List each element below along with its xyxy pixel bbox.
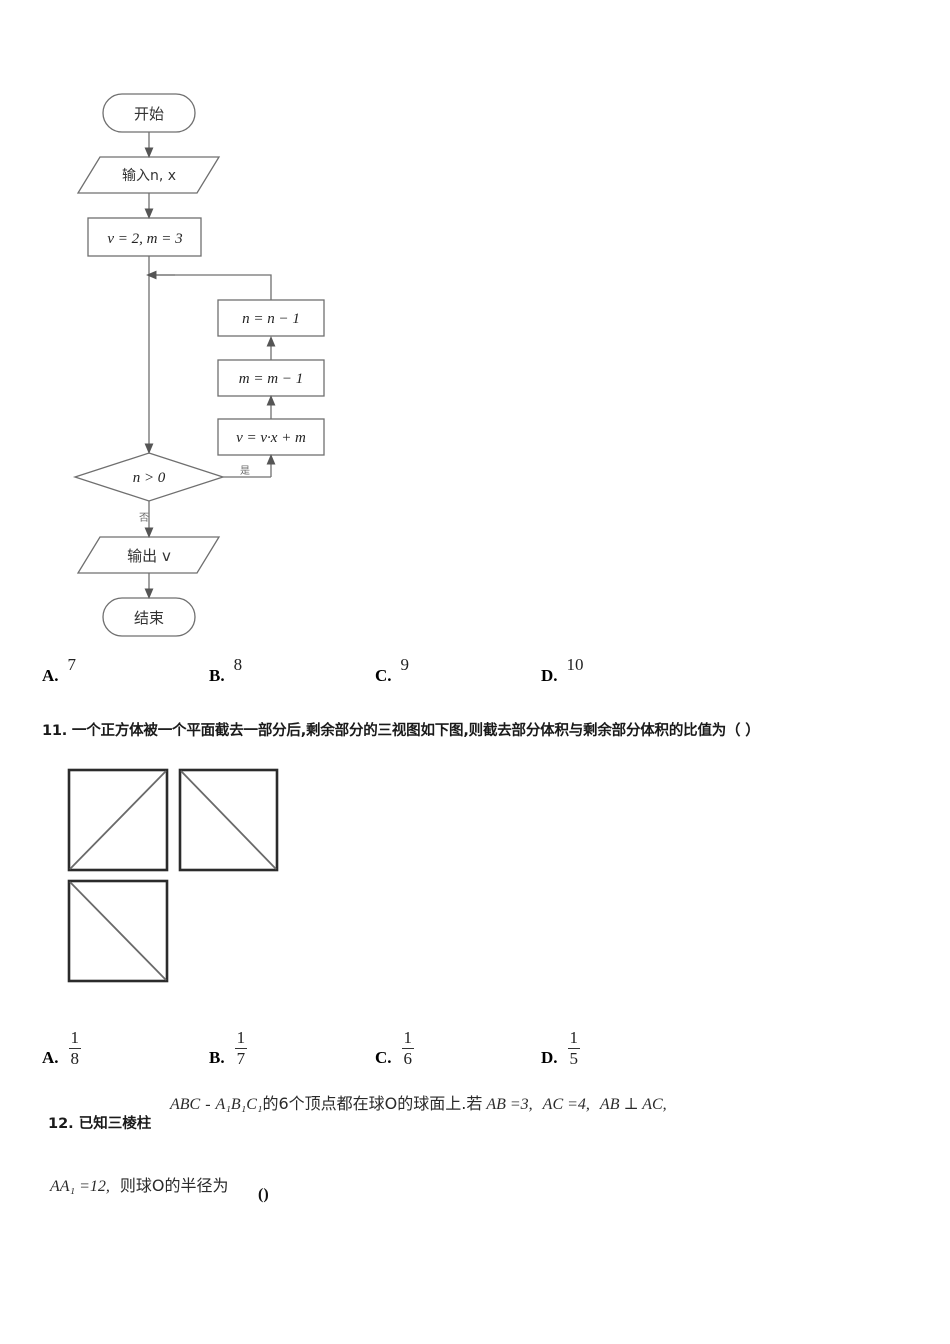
option-c-letter: C.	[375, 1048, 392, 1068]
option-a-fraction[interactable]: A. 1 8	[42, 1028, 82, 1068]
flowchart-input-label: 输入n, x	[122, 168, 176, 184]
option-c[interactable]: C. 9	[375, 656, 409, 685]
question11-options-row: A. 1 8 B. 1 7 C. 1 6 D. 1 5	[0, 1006, 950, 1067]
q12-triangle-abc: ABC	[170, 1096, 201, 1113]
option-a-value: 1 8	[68, 1028, 82, 1068]
fraction-bar	[567, 1047, 581, 1049]
option-c-fraction[interactable]: C. 1 6	[375, 1028, 415, 1068]
option-b-value: 8	[233, 655, 243, 674]
flowchart-end-label: 结束	[134, 609, 164, 627]
option-d-fraction[interactable]: D. 1 5	[541, 1028, 581, 1068]
fraction-denominator: 5	[569, 1048, 579, 1068]
fraction-numerator: 1	[70, 1028, 80, 1047]
fraction-denominator: 8	[70, 1048, 80, 1068]
option-b-value: 1 7	[234, 1028, 248, 1068]
fraction-denominator: 6	[403, 1048, 413, 1068]
three-view-figure	[60, 762, 300, 1002]
option-b[interactable]: B. 8	[209, 656, 242, 685]
option-d-letter: D.	[541, 666, 558, 685]
flowchart-update-v-label: v = v·x + m	[236, 430, 306, 446]
option-a[interactable]: A. 7	[42, 656, 76, 685]
fraction-bar	[68, 1047, 82, 1049]
option-d-value: 10	[566, 655, 584, 674]
flowchart-init-label: v = 2, m = 3	[107, 231, 182, 247]
option-d[interactable]: D. 10	[541, 656, 584, 685]
top-view-diagonal	[69, 881, 167, 981]
q12-prism-a1b1c1: A₁B₁C₁	[215, 1096, 263, 1113]
option-c-letter: C.	[375, 666, 392, 685]
option-a-letter: A.	[42, 1048, 59, 1068]
option-a-value: 7	[67, 655, 77, 674]
fraction-bar	[234, 1047, 248, 1049]
flowchart-decision-label: n > 0	[133, 470, 166, 486]
q12-dash: -	[205, 1096, 211, 1113]
question11-stem: 11. 一个正方体被一个平面截去一部分后,剩余部分的三视图如下图,则截去部分体积…	[42, 723, 760, 739]
option-b-letter: B.	[209, 666, 225, 685]
q12-perpendicular: AB ⊥ AC,	[599, 1096, 667, 1113]
question12-line2: AA₁ =12, 则球O的半径为	[50, 1172, 229, 1196]
question12-answer-parens: ()	[258, 1186, 269, 1203]
question10-options-row: A. 7 B. 8 C. 9 D. 10	[0, 655, 950, 701]
q12-cn-clause1: 的6个顶点都在球O的球面上.若	[262, 1094, 483, 1113]
front-view-diagonal	[69, 770, 167, 870]
fraction-numerator: 1	[236, 1028, 246, 1047]
option-d-value: 1 5	[567, 1028, 581, 1068]
flowchart-start-label: 开始	[134, 105, 164, 123]
option-c-value: 9	[400, 655, 410, 674]
q12-cn-clause2: 则球O的半径为	[119, 1176, 229, 1195]
q12-aa1-value: AA₁ =12,	[50, 1178, 110, 1195]
fraction-numerator: 1	[403, 1028, 413, 1047]
option-c-value: 1 6	[401, 1028, 415, 1068]
fraction-denominator: 7	[236, 1048, 246, 1068]
flowchart-update-n-label: n = n − 1	[242, 311, 300, 327]
option-b-letter: B.	[209, 1048, 225, 1068]
fraction-bar	[401, 1047, 415, 1049]
flowchart-branch-yes-label: 是	[240, 465, 250, 477]
q12-ab-value: AB =3,	[486, 1096, 533, 1113]
q12-ac-value: AC =4,	[542, 1096, 590, 1113]
question12-lead: 12. 已知三棱柱	[48, 1116, 152, 1132]
option-d-letter: D.	[541, 1048, 558, 1068]
flowchart-figure: 开始 输入n, x v = 2, m = 3 n > 0 n = n − 1 m…	[55, 85, 355, 645]
flowchart-output-label: 输出 v	[127, 547, 171, 565]
fraction-numerator: 1	[569, 1028, 579, 1047]
option-a-letter: A.	[42, 666, 59, 685]
flowchart-update-m-label: m = m − 1	[239, 371, 303, 387]
option-b-fraction[interactable]: B. 1 7	[209, 1028, 248, 1068]
flowchart-branch-no-label: 否	[139, 512, 149, 524]
side-view-diagonal	[180, 770, 277, 870]
